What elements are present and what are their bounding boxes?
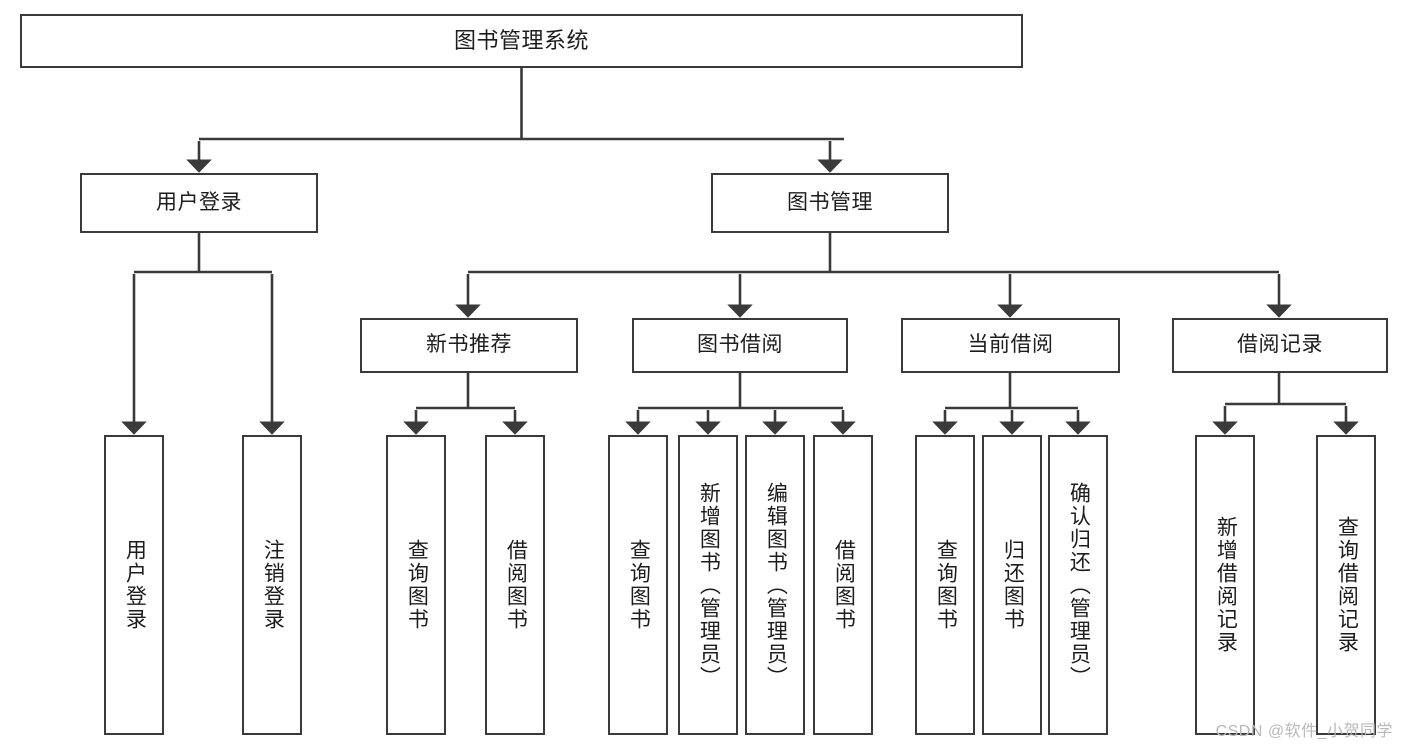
node-leaf-query-book-1[interactable]: 查询图书 — [386, 435, 446, 735]
node-book-borrow[interactable]: 图书借阅 — [632, 318, 848, 373]
node-leaf-edit-book[interactable]: 编辑图书（管理员） — [745, 435, 805, 735]
node-leaf-user-logout-label: 注销登录 — [261, 539, 285, 631]
node-borrow-record-label: 借阅记录 — [1237, 333, 1323, 357]
node-leaf-confirm-return-label: 确认归还（管理员） — [1067, 481, 1091, 689]
node-leaf-borrow-book-2-label: 借阅图书 — [832, 539, 856, 631]
node-leaf-query-book-3[interactable]: 查询图书 — [915, 435, 975, 735]
node-root-label: 图书管理系统 — [453, 28, 589, 54]
node-new-book-recommend-label: 新书推荐 — [426, 333, 512, 357]
node-leaf-add-record[interactable]: 新增借阅记录 — [1195, 435, 1255, 735]
node-book-borrow-label: 图书借阅 — [697, 333, 783, 357]
node-leaf-borrow-book-2[interactable]: 借阅图书 — [813, 435, 873, 735]
node-leaf-return-book[interactable]: 归还图书 — [982, 435, 1042, 735]
node-current-borrow[interactable]: 当前借阅 — [901, 318, 1120, 373]
node-leaf-query-book-2-label: 查询图书 — [627, 539, 651, 631]
node-leaf-user-logout[interactable]: 注销登录 — [242, 435, 302, 735]
node-leaf-query-record[interactable]: 查询借阅记录 — [1316, 435, 1376, 735]
node-root[interactable]: 图书管理系统 — [20, 14, 1023, 68]
node-leaf-user-login[interactable]: 用户登录 — [104, 435, 164, 735]
node-leaf-user-login-label: 用户登录 — [123, 539, 147, 631]
node-user-login-label: 用户登录 — [156, 190, 242, 214]
node-book-manage-label: 图书管理 — [787, 190, 873, 214]
node-leaf-query-book-2[interactable]: 查询图书 — [608, 435, 668, 735]
node-book-manage[interactable]: 图书管理 — [711, 173, 949, 233]
node-leaf-return-book-label: 归还图书 — [1001, 539, 1025, 631]
node-leaf-query-book-3-label: 查询图书 — [934, 539, 958, 631]
csdn-watermark: CSDN @软件_小贺同学 — [1215, 723, 1393, 740]
node-leaf-add-book-label: 新增图书（管理员） — [697, 481, 721, 689]
node-leaf-add-book[interactable]: 新增图书（管理员） — [678, 435, 738, 735]
node-borrow-record[interactable]: 借阅记录 — [1172, 318, 1388, 373]
node-new-book-recommend[interactable]: 新书推荐 — [360, 318, 578, 373]
node-user-login[interactable]: 用户登录 — [80, 173, 318, 233]
node-leaf-borrow-book-1[interactable]: 借阅图书 — [485, 435, 545, 735]
node-leaf-query-record-label: 查询借阅记录 — [1335, 516, 1359, 654]
node-leaf-add-record-label: 新增借阅记录 — [1214, 516, 1238, 654]
node-leaf-confirm-return[interactable]: 确认归还（管理员） — [1048, 435, 1108, 735]
node-leaf-edit-book-label: 编辑图书（管理员） — [764, 481, 788, 689]
node-leaf-query-book-1-label: 查询图书 — [405, 539, 429, 631]
node-leaf-borrow-book-1-label: 借阅图书 — [504, 539, 528, 631]
node-current-borrow-label: 当前借阅 — [967, 333, 1054, 357]
